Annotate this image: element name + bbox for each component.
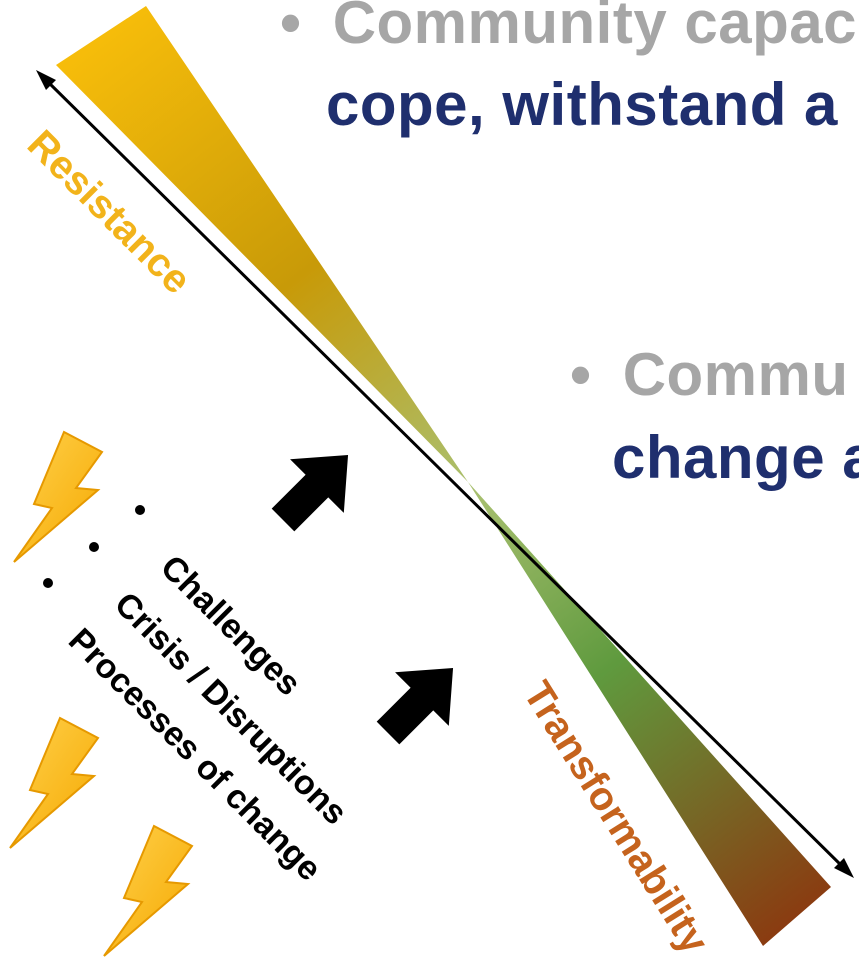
- lightning-bolt-icon: [9, 716, 100, 849]
- double-headed-arrow-icon: [36, 70, 854, 878]
- arrow-up-right-icon: [376, 667, 454, 745]
- bullet-dot: [89, 542, 99, 552]
- lightning-bolt-icon: [13, 430, 104, 563]
- headline-1-gray-text: Community capac: [332, 0, 857, 56]
- resistance-transformability-wedge: [56, 6, 831, 946]
- headline-2-line-2: change a: [612, 424, 859, 491]
- headline-1-line-1: • Community capac: [280, 0, 857, 57]
- headline-2-line-1: • Commu: [570, 340, 849, 409]
- headline-1-bullet: •: [280, 0, 302, 56]
- bullet-dot: [135, 505, 145, 515]
- arrow-up-right-icon: [271, 454, 349, 532]
- headline-1-line-2: cope, withstand a: [326, 71, 838, 138]
- headline-2-gray-text: Commu: [622, 341, 849, 408]
- headline-2-bullet: •: [570, 341, 592, 408]
- lightning-bolt-icon: [103, 824, 194, 957]
- bullet-dot: [43, 578, 53, 588]
